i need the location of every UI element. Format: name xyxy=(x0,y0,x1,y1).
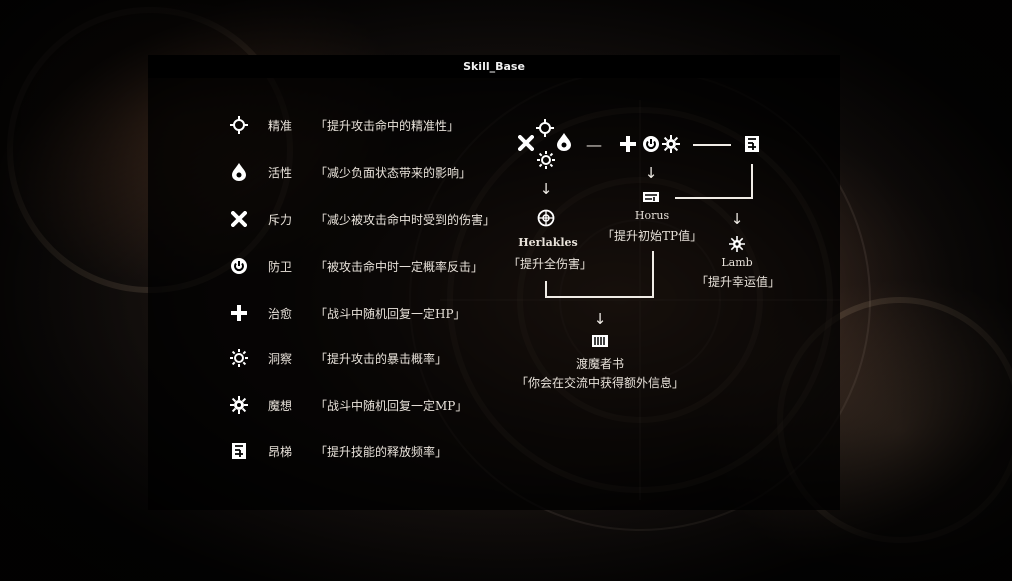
sun-icon xyxy=(537,151,557,171)
power-icon xyxy=(642,135,662,155)
gear-sun-icon xyxy=(662,135,682,155)
final-desc: 「你会在交流中获得额外信息」 xyxy=(515,376,684,390)
skill-row-vitality[interactable]: 活性 「减少负面状态带来的影响」 xyxy=(228,161,471,183)
skill-name: 活性 xyxy=(268,165,293,180)
power-icon xyxy=(228,255,250,277)
skill-name: 斥力 xyxy=(268,212,293,227)
skill-desc: 「提升技能的释放频率」 xyxy=(315,444,448,459)
ladder-icon xyxy=(744,135,764,155)
skill-desc: 「战斗中随机回复一定MP」 xyxy=(315,398,468,413)
skill-row-precision[interactable]: 精准 「提升攻击命中的精准性」 xyxy=(228,114,459,136)
plus-icon xyxy=(228,302,250,324)
starburst-icon xyxy=(728,235,748,255)
skill-row-meditation[interactable]: 魔想 「战斗中随机回复一定MP」 xyxy=(228,394,467,416)
skill-desc: 「减少负面状态带来的影响」 xyxy=(315,165,472,180)
skill-row-repulsion[interactable]: 斥力 「减少被攻击命中时受到的伤害」 xyxy=(228,208,495,230)
connector-line xyxy=(751,164,753,199)
skill-row-defense[interactable]: 防卫 「被攻击命中时一定概率反击」 xyxy=(228,255,483,277)
arrow-down-icon: ↓ xyxy=(644,164,658,182)
connector-line xyxy=(693,144,731,146)
target-circle-icon xyxy=(537,209,557,229)
connector-dash: — xyxy=(586,135,602,154)
skill-panel xyxy=(148,55,840,510)
cross-x-icon xyxy=(228,208,250,230)
sun-icon xyxy=(228,347,250,369)
book-grid-icon xyxy=(592,335,612,355)
final-name: 渡魔者书 xyxy=(575,357,624,371)
flame-drop-icon xyxy=(228,161,250,183)
skill-name: 昂梯 xyxy=(268,444,293,459)
cross-x-icon xyxy=(518,135,538,155)
skill-row-ladder[interactable]: 昂梯 「提升技能的释放频率」 xyxy=(228,440,447,462)
horus-name: Horus xyxy=(634,209,670,222)
skill-desc: 「提升攻击的暴击概率」 xyxy=(315,351,448,366)
crosshair-icon xyxy=(228,114,250,136)
skill-name: 洞察 xyxy=(268,351,293,366)
herlakles-name: Herlakles xyxy=(518,236,578,249)
eye-glyph-icon xyxy=(643,191,663,211)
gear-sun-icon xyxy=(228,394,250,416)
lamb-desc: 「提升幸运值」 xyxy=(695,275,780,289)
connector-line xyxy=(545,296,654,298)
ladder-icon xyxy=(228,440,250,462)
connector-line xyxy=(675,197,753,199)
skill-desc: 「减少被攻击命中时受到的伤害」 xyxy=(315,212,496,227)
skill-name: 防卫 xyxy=(268,259,293,274)
horus-desc: 「提升初始TP值」 xyxy=(602,229,703,243)
skill-name: 精准 xyxy=(268,118,293,133)
connector-line xyxy=(652,251,654,298)
herlakles-desc: 「提升全伤害」 xyxy=(507,257,592,271)
plus-icon xyxy=(620,136,640,156)
flame-drop-icon xyxy=(556,133,576,153)
skill-desc: 「提升攻击命中的精准性」 xyxy=(315,118,460,133)
skill-name: 魔想 xyxy=(268,398,293,413)
arrow-down-icon: ↓ xyxy=(539,180,553,198)
crosshair-icon xyxy=(536,119,556,139)
arrow-down-icon: ↓ xyxy=(593,310,607,328)
lamb-name: Lamb xyxy=(721,256,753,269)
arrow-down-icon: ↓ xyxy=(730,210,744,228)
skill-row-insight[interactable]: 洞察 「提升攻击的暴击概率」 xyxy=(228,347,447,369)
window-title: Skill_Base xyxy=(148,55,840,78)
skill-name: 治愈 xyxy=(268,306,293,321)
skill-desc: 「被攻击命中时一定概率反击」 xyxy=(315,259,484,274)
connector-line xyxy=(545,281,547,298)
skill-row-heal[interactable]: 治愈 「战斗中随机回复一定HP」 xyxy=(228,302,466,324)
skill-desc: 「战斗中随机回复一定HP」 xyxy=(315,306,466,321)
